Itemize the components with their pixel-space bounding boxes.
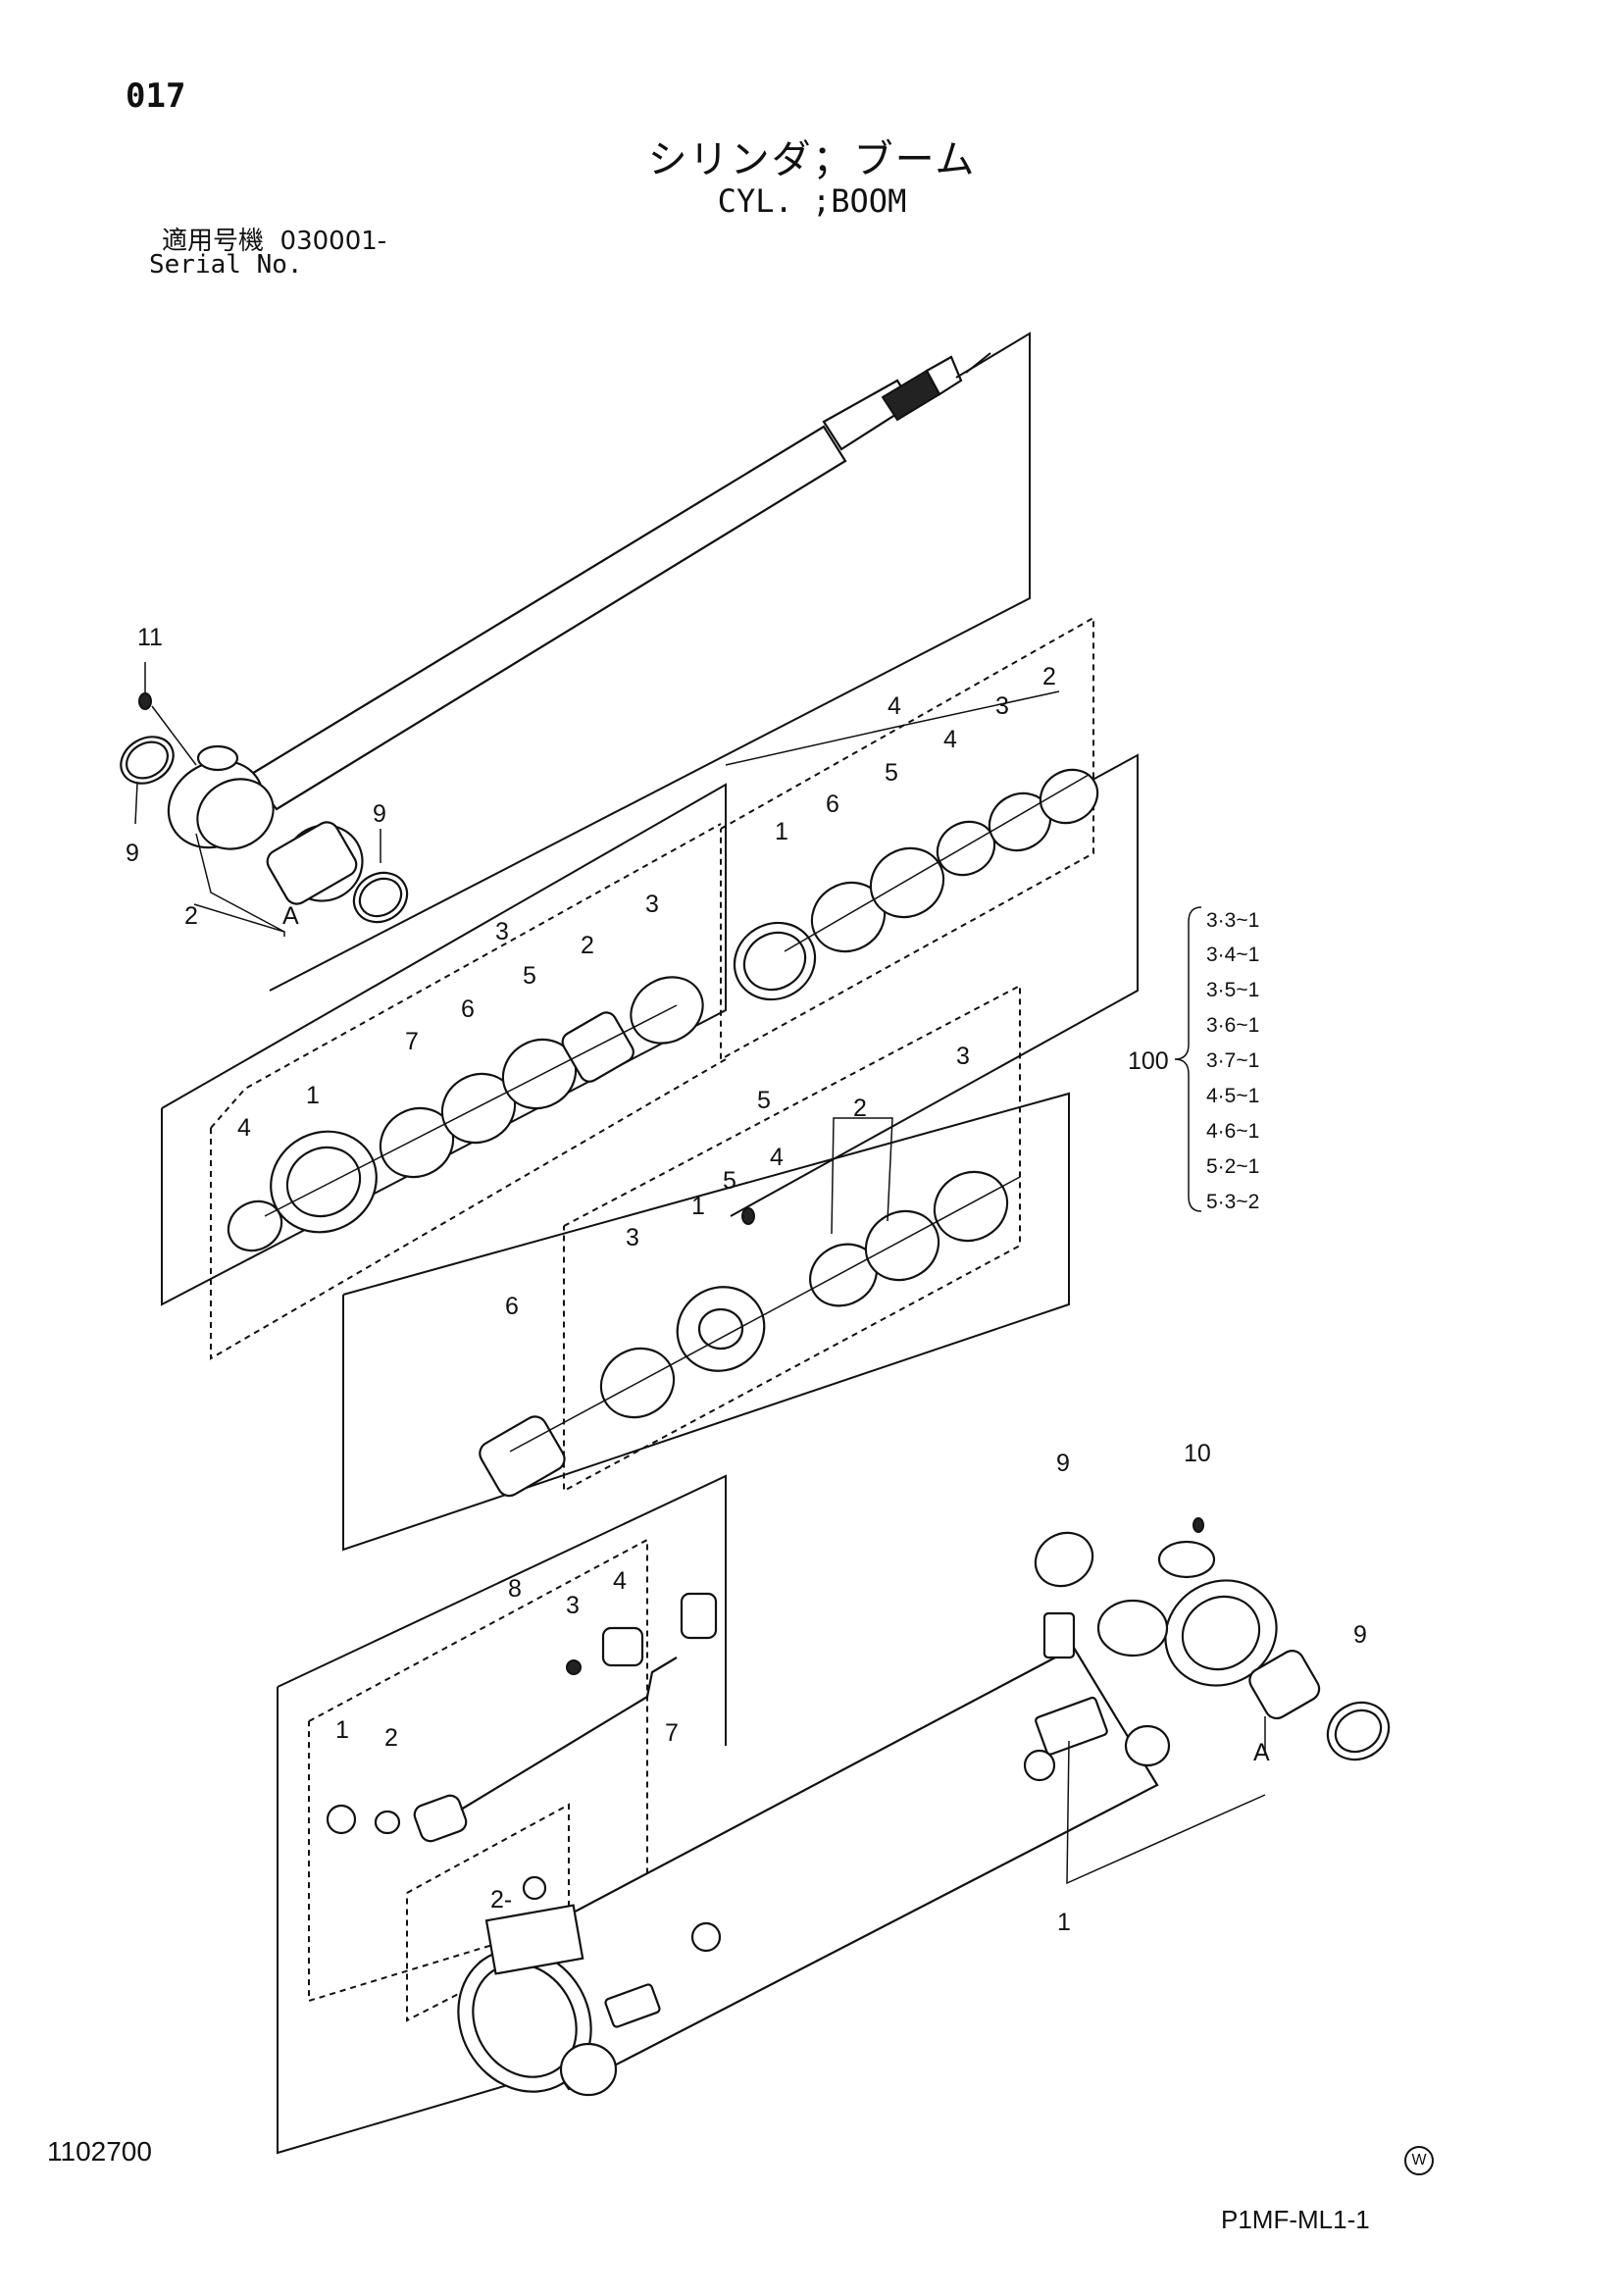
callout-g8-1: 1 (335, 1716, 349, 1744)
callout-tube-10: 10 (1184, 1440, 1211, 1467)
callout-tube-a: A (1253, 1739, 1270, 1766)
kit-item-3: 3·5~1 (1206, 979, 1259, 1001)
callout-g3-3: 3 (645, 891, 659, 918)
callout-g4-5: 5 (885, 759, 898, 787)
callout-g5-5: 5 (723, 1167, 736, 1195)
group-5-piston (342, 984, 1070, 1552)
title-japanese: シリンダ；ブーム (647, 137, 977, 182)
title-english: CYL. ;BOOM (717, 182, 907, 220)
piston-rod (248, 332, 1031, 992)
callout-g8-7: 7 (665, 1719, 679, 1747)
kit-item-7: 4·6~1 (1206, 1120, 1259, 1143)
serial-value: 030001- (279, 227, 387, 256)
callout-g3-1: 1 (306, 1082, 320, 1109)
kit-item-5: 3·7~1 (1206, 1049, 1259, 1072)
callout-g8-2: 2 (384, 1724, 398, 1752)
callout-g3-header: 3 (495, 918, 509, 945)
callout-g5-header: 5 (757, 1087, 771, 1114)
callout-rod-9a: 9 (126, 840, 139, 867)
callout-g5-4: 4 (770, 1144, 784, 1171)
callout-g4-4: 4 (943, 726, 957, 753)
callout-g3-2: 2 (581, 932, 594, 959)
callout-g5-2: 2 (853, 1095, 867, 1122)
callout-g8-4: 4 (613, 1567, 627, 1595)
callout-g4-header: 4 (888, 692, 901, 720)
callout-rod-2: 2 (184, 902, 198, 930)
callout-g3-5: 5 (523, 962, 536, 990)
callout-g5-1: 1 (691, 1193, 705, 1220)
callout-g4-2: 2 (1042, 663, 1056, 690)
kit-item-9: 5·3~2 (1206, 1191, 1259, 1213)
kit-item-2: 3·4~1 (1206, 944, 1259, 966)
callout-g8-3: 3 (566, 1592, 580, 1619)
group-3-head (161, 783, 727, 1360)
kit-item-1: 3·3~1 (1206, 909, 1259, 932)
kit-item-8: 5·2~1 (1206, 1155, 1259, 1178)
callout-g5-3: 3 (626, 1224, 639, 1251)
callout-g3-6: 6 (461, 995, 475, 1023)
callout-g3-4: 4 (237, 1114, 251, 1142)
kit-list: 100 3·3~1 3·4~1 3·5~1 3·6~1 3·7~1 4·5~1 … (1128, 906, 1259, 1213)
kit-item-6: 4·5~1 (1206, 1085, 1259, 1107)
callout-g4-3: 3 (995, 692, 1009, 720)
serial-label-en: Serial No. (149, 250, 303, 280)
serial-label: 適用号機 030001- (162, 221, 386, 257)
callout-rod-11: 11 (137, 624, 163, 651)
w-mark-icon: W (1404, 2146, 1434, 2175)
serial-label-ja: 適用号機 (162, 227, 265, 256)
callout-tube-1: 1 (1057, 1909, 1071, 1936)
rod-seals (120, 662, 409, 937)
kit-number: 100 (1128, 1047, 1169, 1075)
page-number: 017 (126, 77, 186, 116)
kit-item-4: 3·6~1 (1206, 1014, 1259, 1037)
document-number: 1102700 (47, 2136, 152, 2167)
callout-g3-7: 7 (405, 1028, 419, 1055)
group-4-rod-seals (720, 616, 1139, 1217)
callout-rod-9b: 9 (373, 800, 386, 828)
cylinder-tube (457, 1517, 1391, 2097)
callout-g4-6: 6 (826, 791, 839, 818)
callout-g5-6: 6 (505, 1293, 519, 1320)
callout-g8-2b: 2- (490, 1886, 512, 1913)
callout-rod-a: A (282, 902, 299, 930)
callout-g4-1: 1 (775, 818, 788, 845)
callout-tube-9a: 9 (1056, 1450, 1070, 1477)
callout-tube-9b: 9 (1353, 1621, 1367, 1649)
callout-g5-3b: 3 (956, 1043, 970, 1070)
reference-code: P1MF-ML1-1 (1221, 2205, 1370, 2234)
callout-g8-header: 8 (508, 1575, 522, 1603)
